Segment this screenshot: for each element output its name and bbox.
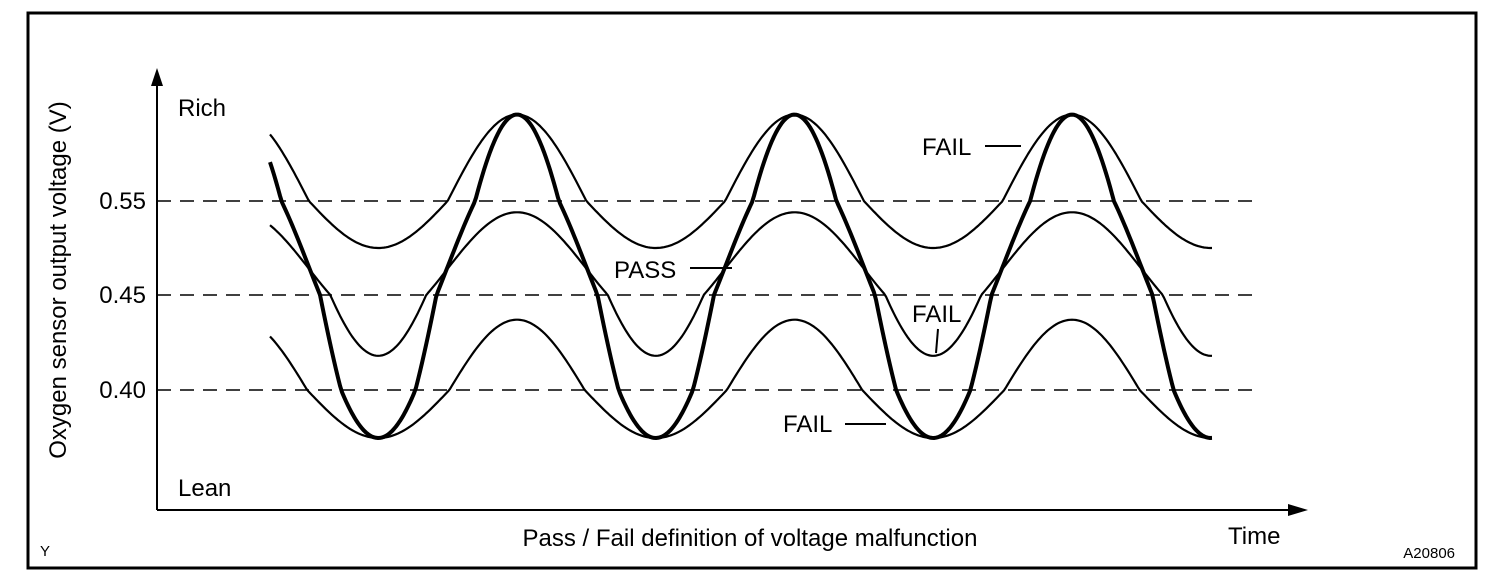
- y-tick-label: 0.45: [99, 282, 146, 309]
- chart-caption: Pass / Fail definition of voltage malfun…: [523, 525, 978, 552]
- series-line-fail: [269, 211, 1212, 357]
- y-tick-label: 0.40: [99, 377, 146, 404]
- series-label-fail-upper: FAIL: [922, 134, 971, 161]
- series-line-pass: [268, 112, 1213, 440]
- x-axis-title: Time: [1228, 523, 1280, 550]
- figure-border: [26, 11, 1478, 570]
- series-label-fail-lower: FAIL: [783, 411, 832, 438]
- y-axis-lean-label: Lean: [178, 475, 231, 502]
- x-axis-arrow: [1288, 504, 1308, 516]
- figure-code: A20806: [1403, 545, 1455, 562]
- y-axis-arrow: [151, 68, 163, 86]
- y-axis-rich-label: Rich: [178, 95, 226, 122]
- series-group: [268, 112, 1213, 440]
- series-line-fail: [269, 318, 1212, 440]
- leader-fail-middle: [935, 328, 939, 354]
- y-tick-labels: 0.55 0.45 0.40: [99, 188, 146, 404]
- series-label-pass: PASS: [614, 257, 676, 284]
- footer-left-mark: Y: [40, 543, 50, 560]
- y-axis-title: Oxygen sensor output voltage (V): [45, 101, 72, 459]
- y-tick-label: 0.55: [99, 188, 146, 215]
- series-line-fail: [269, 113, 1212, 250]
- series-label-fail-middle: FAIL: [912, 301, 961, 328]
